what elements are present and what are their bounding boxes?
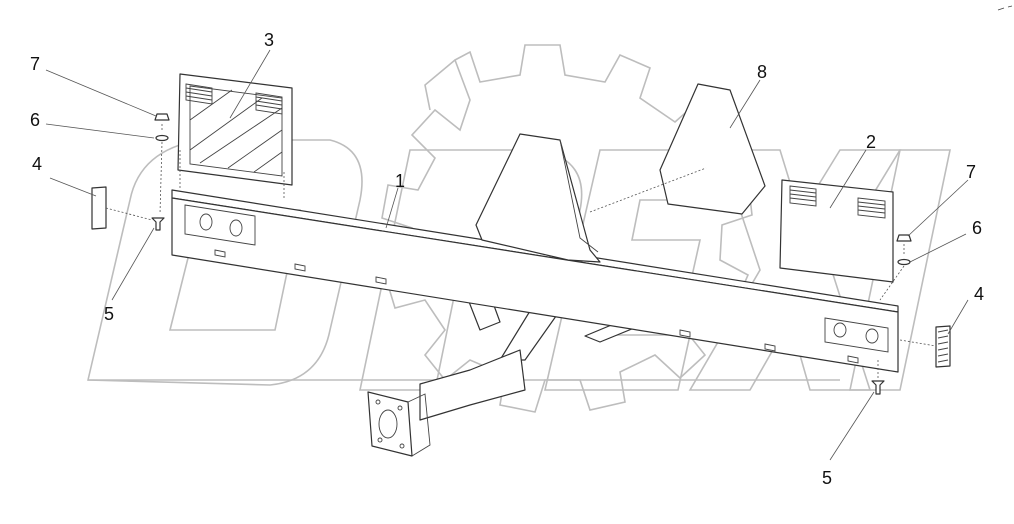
callout-5-left: 5 [104, 304, 114, 324]
washer-right [897, 258, 911, 266]
washer-left [155, 134, 169, 142]
callout-labels: 3 2 1 8 4 4 5 5 6 6 7 7 [30, 30, 984, 488]
corner-mark [997, 5, 1013, 11]
bolt-right [871, 380, 885, 395]
callout-8: 8 [757, 62, 767, 82]
bolt-left [151, 217, 165, 231]
callout-6-right: 6 [972, 218, 982, 238]
callout-6-left: 6 [30, 110, 40, 130]
callout-7-right: 7 [966, 162, 976, 182]
hardware-parts [91, 113, 951, 395]
callout-2: 2 [866, 132, 876, 152]
assembly-lines [105, 124, 937, 378]
triangular-plate [659, 83, 766, 215]
callout-4-left: 4 [32, 154, 42, 174]
watermark-gear [381, 44, 753, 413]
nut-right [896, 234, 912, 242]
callout-7-left: 7 [30, 54, 40, 74]
frame-assembly [171, 133, 899, 457]
callout-1: 1 [395, 171, 405, 191]
left-reflector-plate [177, 73, 293, 186]
right-reflector-plate [779, 179, 894, 283]
callout-3: 3 [264, 30, 274, 50]
reflective-strip-right [935, 325, 951, 368]
callout-leaders [45, 49, 969, 461]
callout-4-right: 4 [974, 284, 984, 304]
nut-left [154, 113, 170, 121]
reflective-strip-left [91, 186, 107, 230]
callout-5-right: 5 [822, 468, 832, 488]
